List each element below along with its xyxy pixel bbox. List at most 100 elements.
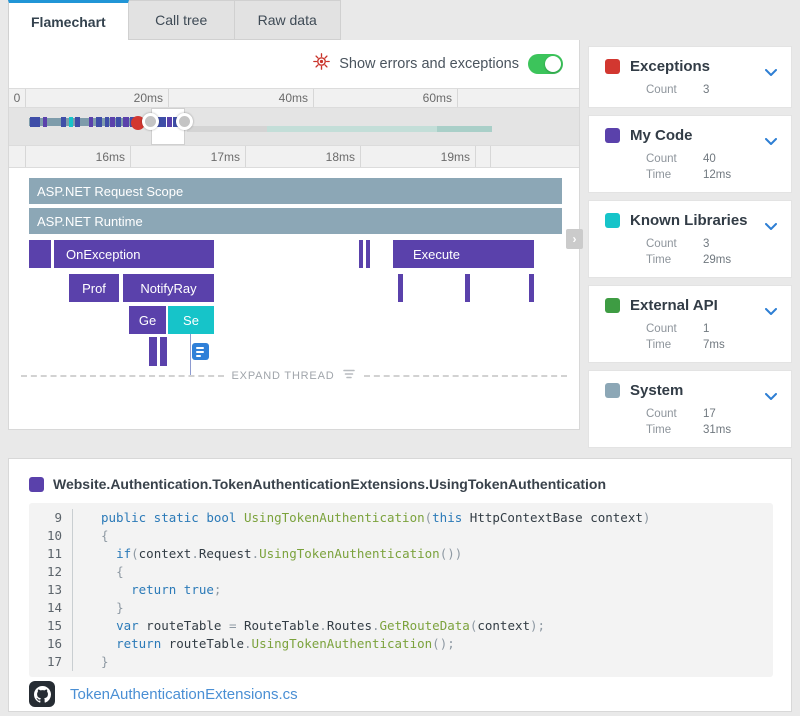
- frame-onexception[interactable]: OnException: [54, 240, 214, 268]
- log-marker-icon[interactable]: [192, 343, 209, 360]
- stat-value: 3: [703, 238, 710, 250]
- ruler-tick-20ms: 20ms: [26, 89, 169, 107]
- minimap-frame-segment: [167, 117, 172, 127]
- legend-color-swatch: [605, 298, 620, 313]
- legend-title: External API: [630, 297, 718, 314]
- frame-bar[interactable]: [398, 274, 403, 302]
- minimap-frame-segment: [89, 117, 93, 127]
- code-text: var routeTable = RouteTable.Routes.GetRo…: [116, 618, 546, 633]
- expand-thread-button[interactable]: EXPAND THREAD: [21, 368, 567, 384]
- chevron-down-icon[interactable]: [765, 388, 777, 406]
- stat-label: Time: [646, 339, 672, 351]
- frame-bar[interactable]: [359, 240, 363, 268]
- frame-bar[interactable]: [149, 337, 157, 366]
- chevron-down-icon[interactable]: [765, 64, 777, 82]
- ruler-tick-18ms: 18ms: [246, 146, 361, 167]
- frame-bar[interactable]: [465, 274, 470, 302]
- frame-asp-net-runtime[interactable]: ASP.NET Runtime: [29, 208, 562, 234]
- ruler-tick-16ms: 16ms: [26, 146, 131, 167]
- frame-ge[interactable]: Ge: [129, 306, 166, 334]
- code-text: if(context.Request.UsingTokenAuthenticat…: [116, 546, 463, 561]
- show-errors-toggle[interactable]: [528, 54, 563, 74]
- line-number: 15: [29, 617, 73, 635]
- frame-execute[interactable]: Execute: [393, 240, 534, 268]
- frame-bar[interactable]: [529, 274, 534, 302]
- minimap-frame-segment: [116, 117, 121, 127]
- dashed-divider: [364, 375, 567, 377]
- tab-raw-data[interactable]: Raw data: [234, 0, 341, 40]
- dashed-divider: [21, 375, 224, 377]
- github-icon: [29, 681, 55, 707]
- frame-prof[interactable]: Prof: [69, 274, 119, 302]
- method-title: Website.Authentication.TokenAuthenticati…: [53, 476, 607, 492]
- stat-label: Time: [646, 424, 672, 436]
- toolbar: Show errors and exceptions: [9, 40, 579, 88]
- ruler-tick-40ms: 40ms: [169, 89, 314, 107]
- marker-connector-line: [190, 334, 191, 375]
- line-number: 13: [29, 581, 73, 599]
- chevron-down-icon[interactable]: [765, 303, 777, 321]
- frame-bar[interactable]: [29, 240, 51, 268]
- legend-color-swatch: [605, 213, 620, 228]
- code-panel-header: Website.Authentication.TokenAuthenticati…: [29, 476, 606, 492]
- code-text: return true;: [131, 582, 222, 597]
- legend-title: My Code: [630, 127, 693, 144]
- expand-thread-label: EXPAND THREAD: [231, 370, 335, 382]
- stat-value: 31ms: [703, 424, 732, 436]
- frame-bar[interactable]: [160, 337, 167, 366]
- left-selection-handle[interactable]: [142, 113, 159, 130]
- chevron-down-icon[interactable]: [765, 218, 777, 236]
- right-selection-handle[interactable]: [176, 113, 193, 130]
- code-text: {: [101, 528, 109, 543]
- method-category-swatch: [29, 476, 44, 492]
- panel-collapse-button[interactable]: ›: [566, 229, 583, 249]
- ruler-tick: [476, 146, 491, 167]
- ruler-tick-0: 0: [9, 89, 26, 107]
- minimap-frame-segment: [30, 117, 40, 127]
- timeline-minimap[interactable]: [9, 108, 579, 145]
- stat-value: 1: [703, 323, 710, 335]
- minimap-frame-segment: [96, 117, 102, 127]
- minimap-frame-segment: [173, 117, 178, 127]
- toggle-label: Show errors and exceptions: [339, 56, 519, 72]
- code-line: 16 return routeTable.UsingTokenAuthentic…: [29, 635, 773, 653]
- tab-call-tree[interactable]: Call tree: [128, 0, 235, 40]
- stat-label: Count: [646, 323, 677, 335]
- minimap-frame-segment: [61, 117, 66, 127]
- ruler-tick: [491, 146, 579, 167]
- source-file-link[interactable]: TokenAuthenticationExtensions.cs: [70, 685, 298, 703]
- legend-title: System: [630, 382, 684, 399]
- ruler-tick-17ms: 17ms: [131, 146, 246, 167]
- code-text: {: [116, 564, 124, 579]
- frame-asp-net-request-scope[interactable]: ASP.NET Request Scope: [29, 178, 562, 204]
- line-number: 10: [29, 527, 73, 545]
- expand-thread-icon: [342, 367, 356, 385]
- frame-notifyray[interactable]: NotifyRay: [123, 274, 214, 302]
- code-text: }: [101, 654, 109, 669]
- legend-color-swatch: [605, 383, 620, 398]
- tab-flamechart[interactable]: Flamechart: [8, 0, 129, 40]
- chevron-down-icon[interactable]: [765, 133, 777, 151]
- stat-label: Count: [646, 408, 677, 420]
- frame-se[interactable]: Se: [168, 306, 214, 334]
- minimap-frame-segment: [69, 117, 73, 127]
- line-number: 11: [29, 545, 73, 563]
- stat-value: 3: [703, 84, 710, 96]
- ruler-tick: [9, 146, 26, 167]
- stat-value: 29ms: [703, 254, 732, 266]
- frame-bar[interactable]: [366, 240, 370, 268]
- minimap-frame-segment: [157, 117, 166, 127]
